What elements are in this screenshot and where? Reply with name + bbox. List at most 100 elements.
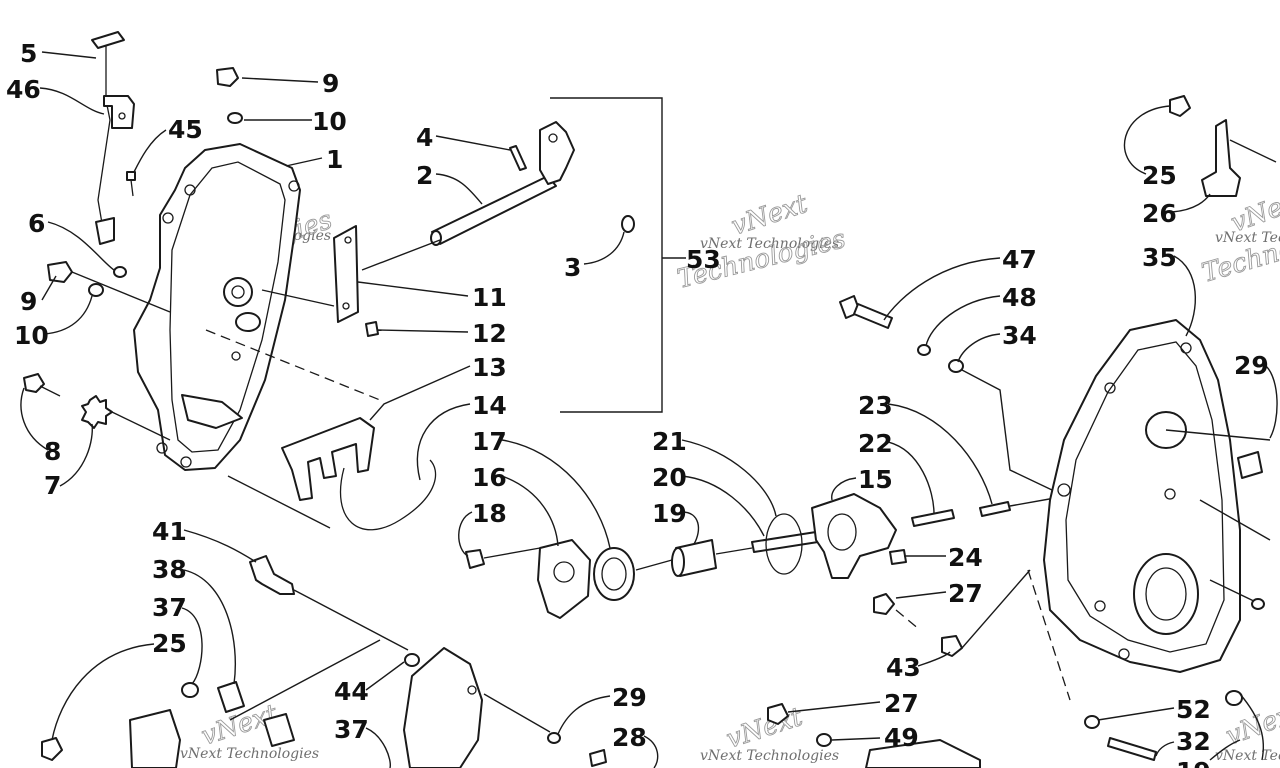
housing-bearing xyxy=(1133,553,1199,635)
clip-seal-group xyxy=(281,417,437,531)
leader-8 xyxy=(20,387,49,451)
housing-15 xyxy=(811,493,897,579)
leader-3 xyxy=(583,231,625,265)
housing-hole-f xyxy=(1164,488,1176,500)
callout-43: 43 xyxy=(886,653,921,682)
bolt-9-top xyxy=(216,67,239,87)
screw-28 xyxy=(589,749,607,767)
leader-13 xyxy=(369,365,471,421)
callout-19: 19 xyxy=(652,499,687,528)
cam-16-hub xyxy=(553,561,575,583)
bracket-26 xyxy=(1201,119,1241,197)
leader-9b xyxy=(41,275,57,301)
washer-10-left xyxy=(88,283,104,297)
leader-27b xyxy=(787,701,881,713)
ring-17 xyxy=(593,547,635,601)
housing-boss-a xyxy=(1237,451,1263,479)
line-26-right xyxy=(1229,139,1277,163)
line-47-case xyxy=(961,369,1053,491)
bracket-hole xyxy=(118,112,126,120)
callout-25-upper: 25 xyxy=(1142,161,1177,190)
callout-4: 4 xyxy=(416,123,433,152)
chaincase-housing xyxy=(1027,319,1271,701)
leader-1 xyxy=(285,157,323,167)
callout-52: 52 xyxy=(1176,695,1211,724)
mount-hole-a xyxy=(467,685,477,695)
cover-hole-d xyxy=(156,442,168,454)
washer-10-top xyxy=(227,112,243,124)
callout-7: 7 xyxy=(44,471,61,500)
line-housing-lower xyxy=(1027,569,1071,701)
callout-32: 32 xyxy=(1176,727,1211,756)
callout-21: 21 xyxy=(652,427,687,456)
leader-34 xyxy=(957,333,1001,363)
callout-49: 49 xyxy=(884,723,919,752)
washer-44 xyxy=(404,653,420,667)
cover-lower-rib xyxy=(181,394,243,429)
plate-hole-a xyxy=(344,236,352,244)
callout-24: 24 xyxy=(948,543,983,572)
bracket-53 xyxy=(550,97,663,413)
roll-pin-4 xyxy=(509,145,527,171)
seal-14 xyxy=(339,459,437,531)
watermark-company-6: vNext Technologies xyxy=(1215,748,1280,764)
washer-right xyxy=(1225,690,1243,706)
screw-24 xyxy=(889,549,907,565)
leader-14 xyxy=(416,403,471,481)
callout-6: 6 xyxy=(28,209,45,238)
washer-48 xyxy=(917,344,931,356)
housing-hole-d xyxy=(1094,600,1106,612)
callout-25-lower: 25 xyxy=(152,629,187,658)
dipstick-bracket xyxy=(103,95,135,129)
leader-48 xyxy=(925,295,1001,347)
bottom-middle-parts xyxy=(767,703,981,768)
bracket-26-group xyxy=(1169,95,1277,197)
washer-37 xyxy=(181,682,199,698)
leader-6 xyxy=(47,221,115,271)
callout-9-top: 9 xyxy=(322,69,339,98)
line-housing-right xyxy=(1199,499,1271,541)
watermark-company-3: vNext Technologies xyxy=(1215,230,1280,246)
cover-hole-a xyxy=(184,184,196,196)
callout-17: 17 xyxy=(472,427,507,456)
washer-34 xyxy=(948,359,964,373)
leader-25b xyxy=(51,643,155,741)
callout-46: 46 xyxy=(6,75,41,104)
mount-lower-left xyxy=(129,709,181,768)
leader-38 xyxy=(183,569,237,685)
washer-52 xyxy=(1084,715,1100,729)
leader-32 xyxy=(1155,741,1175,757)
shift-shaft-assembly xyxy=(430,97,686,413)
washer-29-lower xyxy=(547,732,561,744)
cover-hole-e xyxy=(180,456,192,468)
nut-27-lower xyxy=(767,703,789,725)
line-44-29 xyxy=(483,693,551,733)
cover-shaft-boss xyxy=(235,312,261,332)
shaft-2-end xyxy=(430,230,442,246)
bolt-18 xyxy=(465,549,485,569)
cover-inner-rim xyxy=(169,161,286,453)
leader-46 xyxy=(39,87,105,115)
line-bolt8-cover xyxy=(111,411,171,441)
bushing-19-end xyxy=(671,547,685,577)
cover-hole-b xyxy=(288,180,300,192)
cover-hole-c xyxy=(162,212,174,224)
callout-18: 18 xyxy=(472,499,507,528)
callout-27-upper: 27 xyxy=(948,579,983,608)
callout-14: 14 xyxy=(472,391,507,420)
watermark-company-5: vNext Technologies xyxy=(700,748,839,764)
callout-20: 20 xyxy=(652,463,687,492)
bolt-47-shank xyxy=(853,303,893,329)
washer-6 xyxy=(113,266,127,278)
nut-25-upper xyxy=(1169,95,1191,117)
screw-45 xyxy=(126,171,136,181)
callout-15: 15 xyxy=(858,465,893,494)
callout-29-lower: 29 xyxy=(612,683,647,712)
cam-16 xyxy=(537,539,591,619)
spacer-lower xyxy=(263,713,295,747)
nut-43 xyxy=(941,635,963,657)
dipstick-rod xyxy=(97,46,111,236)
leader-17 xyxy=(501,439,611,549)
leader-18 xyxy=(458,511,473,557)
callout-27-lower: 27 xyxy=(884,689,919,718)
